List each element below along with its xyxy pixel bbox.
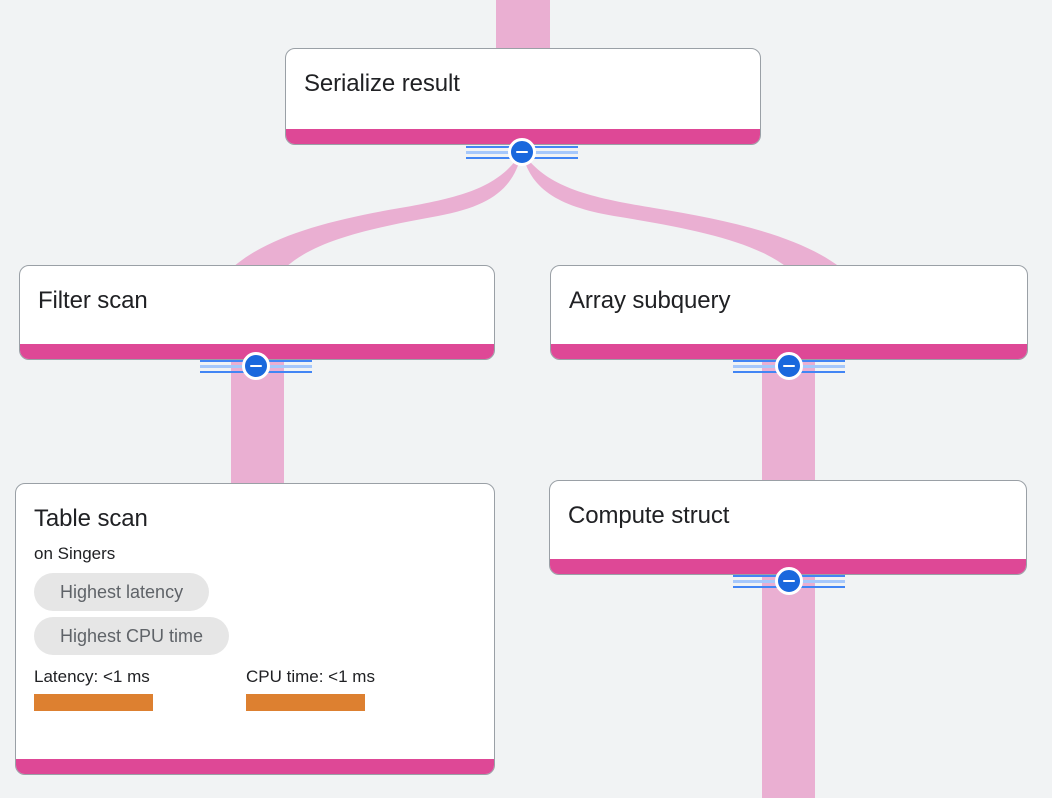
minus-circle-icon[interactable]	[508, 138, 536, 166]
minus-circle-icon[interactable]	[242, 352, 270, 380]
metric-latency: Latency: <1 ms	[34, 666, 246, 711]
node-metrics: Latency: <1 ms CPU time: <1 ms	[34, 666, 476, 711]
chip-row: Highest latency	[34, 573, 476, 611]
node-body: Array subquery	[551, 266, 1027, 359]
collapse-toggle-filter-scan[interactable]	[200, 352, 312, 380]
metric-cpu-time-bar	[246, 694, 365, 711]
node-serialize-result[interactable]: Serialize result	[285, 48, 761, 145]
node-body: Serialize result	[286, 49, 760, 144]
node-array-subquery[interactable]: Array subquery	[550, 265, 1028, 360]
metric-cpu-time: CPU time: <1 ms	[246, 666, 458, 711]
node-body: Table scan on Singers Highest latency Hi…	[16, 484, 494, 774]
node-filter-scan[interactable]: Filter scan	[19, 265, 495, 360]
edge-serialize-to-array-subquery	[522, 152, 841, 268]
metric-latency-label: Latency: <1 ms	[34, 667, 150, 686]
chip-row: Highest CPU time	[34, 617, 476, 655]
node-title: Serialize result	[304, 70, 460, 97]
chip-highest-cpu-time[interactable]: Highest CPU time	[34, 617, 230, 655]
collapse-toggle-array-subquery[interactable]	[733, 352, 845, 380]
node-title: Filter scan	[38, 287, 148, 314]
node-title: Compute struct	[568, 502, 730, 529]
node-table-scan[interactable]: Table scan on Singers Highest latency Hi…	[15, 483, 495, 775]
metric-latency-bar	[34, 694, 153, 711]
edge-compute-struct-to-below	[762, 575, 815, 798]
chip-highest-latency[interactable]: Highest latency	[34, 573, 210, 611]
node-subtitle: on Singers	[34, 544, 116, 563]
collapse-toggle-serialize-result[interactable]	[466, 138, 578, 166]
metric-cpu-time-label: CPU time: <1 ms	[246, 667, 375, 686]
node-body: Compute struct	[550, 481, 1026, 574]
node-chip-list: Highest latency Highest CPU time	[34, 573, 476, 655]
collapse-toggle-compute-struct[interactable]	[733, 567, 845, 595]
edge-above-to-serialize	[496, 0, 550, 50]
node-compute-struct[interactable]: Compute struct	[549, 480, 1027, 575]
node-accent-bar	[286, 129, 760, 144]
minus-circle-icon[interactable]	[775, 352, 803, 380]
node-title: Table scan	[34, 505, 148, 532]
node-title: Array subquery	[569, 287, 731, 314]
minus-circle-icon[interactable]	[775, 567, 803, 595]
node-accent-bar	[16, 759, 494, 774]
edge-serialize-to-filter-scan	[232, 152, 522, 268]
node-body: Filter scan	[20, 266, 494, 359]
